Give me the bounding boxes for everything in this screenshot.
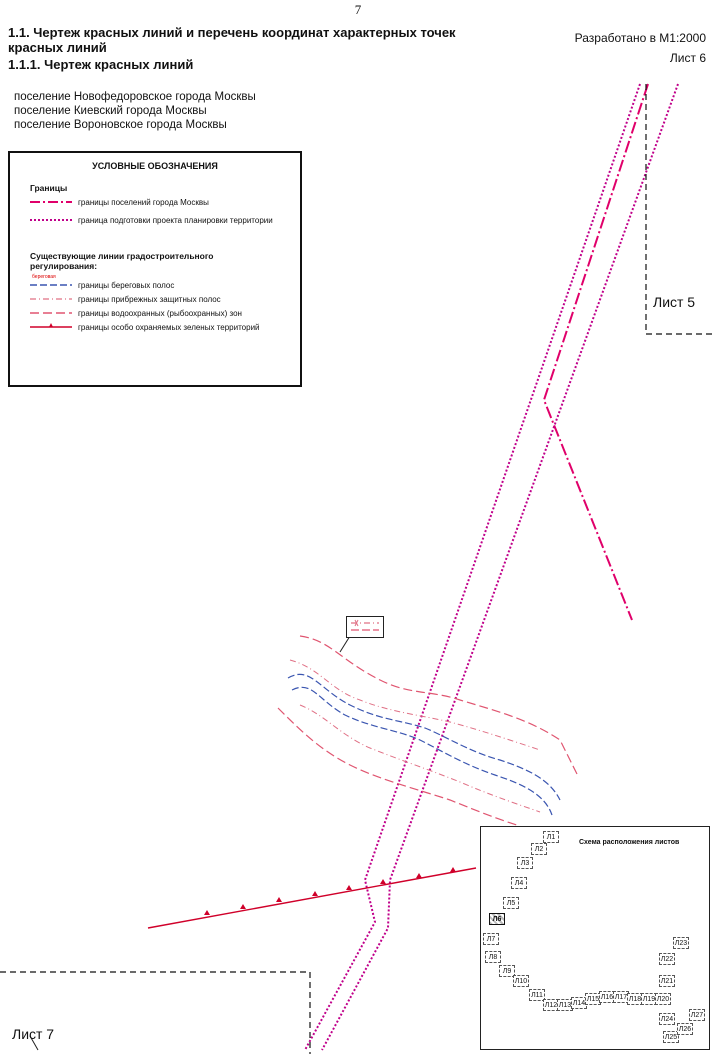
planning-boundary-left: [304, 83, 641, 1051]
legend-item: граница подготовки проекта планировки те…: [78, 216, 273, 225]
scheme-sheet-cell[interactable]: Л9: [499, 965, 515, 977]
sheet7-frame: [0, 971, 311, 1054]
legend-group-title: Границы: [30, 183, 68, 193]
legend-symbols-group1: [30, 201, 72, 221]
scheme-sheet-cell[interactable]: Л10: [513, 975, 529, 987]
page-title-line2: красных линий: [8, 40, 107, 55]
scheme-sheet-cell[interactable]: Л7: [483, 933, 499, 945]
legend-item: границы водоохранных (рыбоохранных) зон: [78, 309, 242, 318]
legend-symbols-group2: [30, 284, 72, 328]
page-subtitle: 1.1.1. Чертеж красных линий: [8, 57, 194, 72]
scheme-sheet-cell[interactable]: Л4: [511, 877, 527, 889]
green-territory-line: [147, 867, 477, 929]
coastal-strip-upper: [287, 673, 561, 801]
scheme-sheet-cell[interactable]: Л5: [503, 897, 519, 909]
adjacent-sheet-label: Лист 7: [12, 1026, 55, 1042]
scheme-sheet-cell[interactable]: Л22: [659, 953, 675, 965]
green-territory-ticks: [204, 867, 456, 915]
callout-leader: [339, 635, 351, 653]
scheme-sheet-cell[interactable]: Л21: [659, 975, 675, 987]
settlement-name: поселение Киевский города Москвы: [14, 105, 207, 117]
boundary-stub: [29, 1035, 39, 1051]
scale-label: Разработано в М1:2000: [574, 31, 706, 45]
scheme-sheet-cell[interactable]: Л20: [655, 993, 671, 1005]
coastal-strip-lower: [291, 686, 553, 816]
page-number: 7: [354, 2, 362, 17]
sheet5-frame: [645, 84, 716, 335]
legend-callout: [346, 616, 384, 638]
scheme-sheet-cell[interactable]: Л23: [673, 937, 689, 949]
scheme-sheet-cell[interactable]: Л25: [663, 1031, 679, 1043]
scheme-sheet-cell[interactable]: Л27: [689, 1009, 705, 1021]
water-zone-upper: [299, 635, 579, 777]
protective-strip-lower: [299, 704, 541, 813]
scheme-title: Схема расположения листов: [579, 839, 680, 846]
scheme-sheet-cell[interactable]: Л11: [529, 989, 545, 1001]
scheme-sheet-cell[interactable]: Л17: [613, 991, 629, 1003]
legend-group-title: Существующие линии градостроительного ре…: [30, 251, 214, 271]
legend-title: УСЛОВНЫЕ ОБОЗНАЧЕНИЯ: [92, 161, 218, 171]
settlement-name: поселение Вороновское города Москвы: [14, 119, 227, 131]
scheme-sheet-cell-active[interactable]: Л6: [489, 913, 505, 925]
scheme-sheet-cell[interactable]: Л24: [659, 1013, 675, 1025]
page-title-line1: 1.1. Чертеж красных линий и перечень коо…: [8, 25, 456, 40]
settlement-boundary-line: [542, 83, 649, 621]
protective-strip-upper: [289, 659, 541, 751]
legend-tiny-label: береговая: [32, 274, 56, 280]
sheet-scheme-panel: Схема расположения листов Л1 Л2 Л3 Л4 Л5…: [480, 826, 710, 1050]
scheme-sheet-cell[interactable]: Л26: [677, 1023, 693, 1035]
legend-panel: УСЛОВНЫЕ ОБОЗНАЧЕНИЯ Границы границы пос…: [8, 151, 302, 387]
scheme-sheet-cell[interactable]: Л1: [543, 831, 559, 843]
scheme-sheet-cell[interactable]: Л2: [531, 843, 547, 855]
legend-item: границы особо охраняемых зеленых террито…: [78, 323, 260, 332]
water-zone-lower: [277, 707, 521, 827]
sheet-label: Лист 6: [669, 51, 706, 65]
legend-item: границы прибрежных защитных полос: [78, 295, 221, 304]
scheme-sheet-cell[interactable]: Л19: [641, 993, 657, 1005]
settlement-name: поселение Новофедоровское города Москвы: [14, 91, 256, 103]
callout-symbol: [351, 619, 379, 631]
adjacent-sheet-label: Лист 5: [653, 294, 696, 310]
scheme-sheet-cell[interactable]: Л3: [517, 857, 533, 869]
legend-item: границы поселений города Москвы: [78, 198, 209, 207]
legend-item: границы береговых полос: [78, 281, 175, 290]
scheme-sheet-cell[interactable]: Л8: [485, 951, 501, 963]
